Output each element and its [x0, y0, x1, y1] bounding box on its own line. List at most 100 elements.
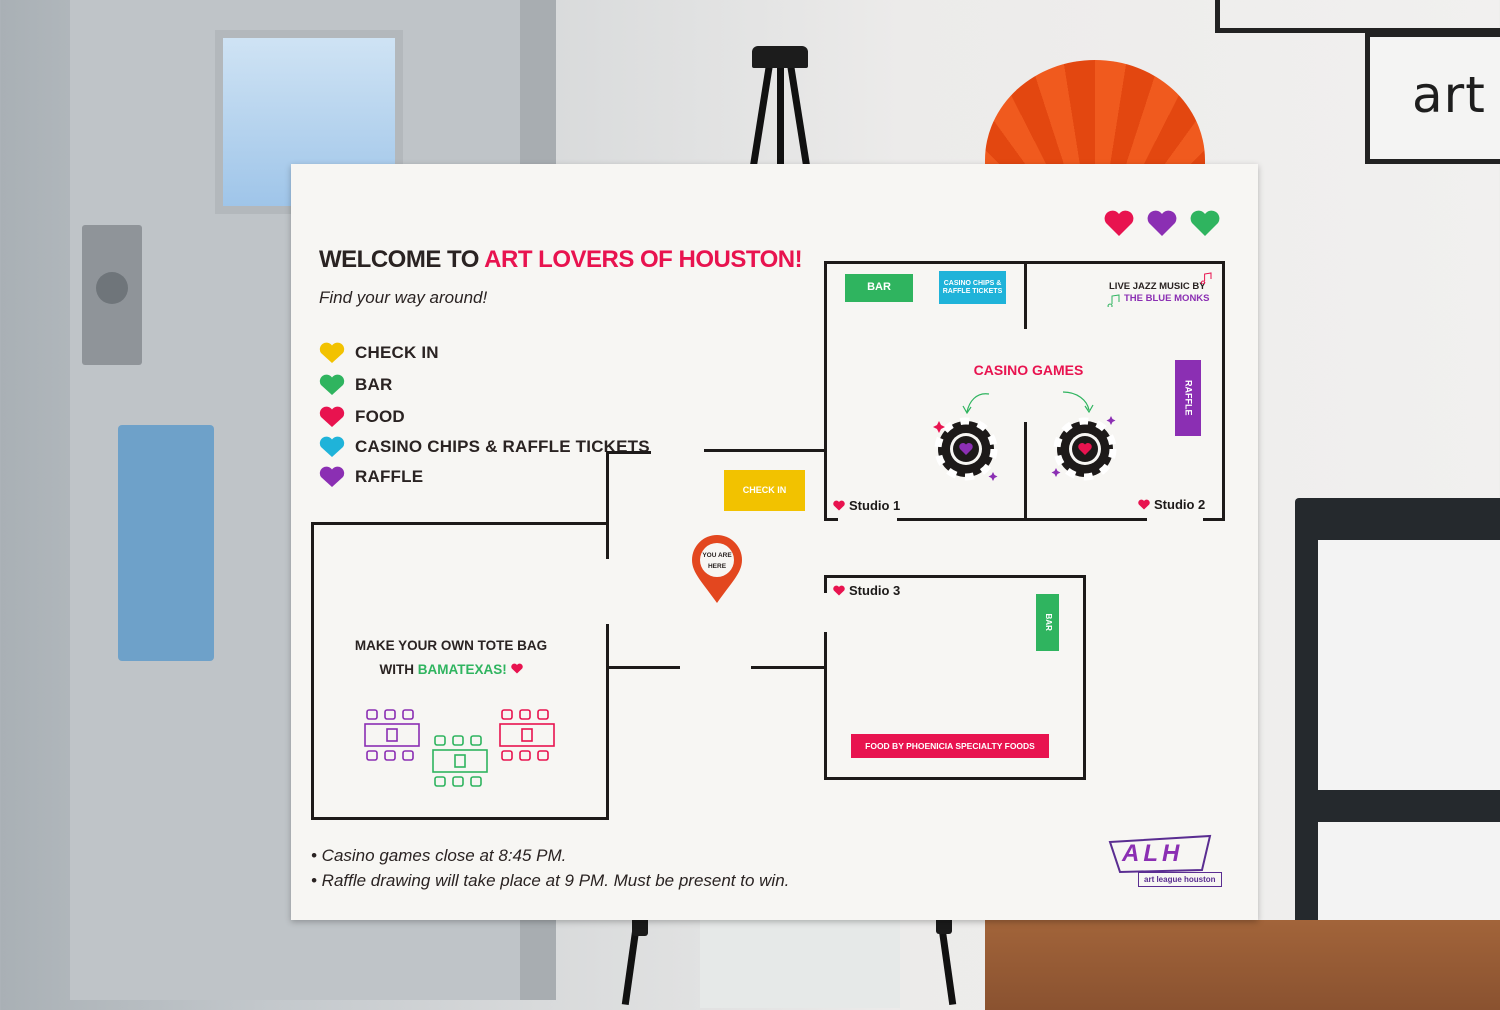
check-in-label: CHECK IN	[742, 484, 787, 495]
arrow-icon	[962, 405, 972, 415]
studio3-label-text: Studio 3	[849, 583, 901, 598]
chips-tickets-tag: CASINO CHIPS & RAFFLE TICKETS	[939, 271, 1006, 304]
legend-item-label: RAFFLE	[355, 467, 424, 486]
table-icon	[364, 709, 420, 761]
studio1-bar-tag: BAR	[845, 274, 913, 302]
heart-icon	[510, 663, 523, 674]
easel-leg	[749, 60, 774, 170]
poker-chip-icon	[934, 417, 998, 481]
you-are-here-label: YOU ARE HERE	[697, 550, 737, 572]
studio3-bar-tag: BAR	[1036, 594, 1059, 651]
poster-title-part2: ART LOVERS OF HOUSTON!	[484, 246, 803, 273]
jazz-line1: LIVE JAZZ MUSIC BY	[1109, 281, 1206, 292]
wall	[1083, 575, 1086, 780]
logo-letters: ALH	[1122, 840, 1184, 867]
poster-title-part1: WELCOME TO	[319, 246, 479, 273]
you-are-here-line2: HERE	[707, 563, 727, 571]
poster-title: WELCOME TO ART LOVERS OF HOUSTON!	[319, 246, 803, 274]
craft-tables-illustration	[364, 709, 555, 787]
background-display-panel-lower	[1318, 822, 1500, 932]
wall	[824, 632, 827, 780]
background-wall-sign-text: art	[1412, 66, 1486, 124]
wall	[824, 261, 827, 521]
studio2-label-text: Studio 2	[1154, 497, 1206, 512]
heart-icon	[319, 342, 345, 363]
sparkle-icon	[1106, 416, 1116, 425]
tote-line2: WITH BAMATEXAS!	[331, 658, 571, 682]
legend-item: CHECK IN	[319, 342, 439, 364]
studio1-label-text: Studio 1	[849, 498, 901, 513]
legend-item-label: CASINO CHIPS & RAFFLE TICKETS	[355, 437, 650, 456]
background-door-lock	[96, 272, 128, 304]
studio3-label: Studio 3	[833, 583, 900, 598]
wall	[606, 666, 680, 669]
legend-item-label: FOOD	[355, 407, 405, 426]
background-wall-outline	[1215, 0, 1500, 33]
background-wall-sign	[1365, 32, 1500, 164]
wall	[1024, 261, 1027, 329]
check-in-tag: CHECK IN	[724, 470, 805, 511]
legend-item: CASINO CHIPS & RAFFLE TICKETS	[319, 436, 650, 458]
sparkle-icon	[933, 421, 945, 433]
chips-tickets-label: CASINO CHIPS & RAFFLE TICKETS	[942, 280, 1003, 295]
music-note-icon	[1107, 294, 1120, 307]
wall	[1203, 518, 1225, 521]
table-icon	[432, 735, 488, 787]
studio3-bar-label: BAR	[1043, 613, 1053, 632]
easel-top	[752, 46, 808, 68]
top-hearts	[1104, 210, 1220, 236]
heart-icon	[833, 500, 845, 511]
casino-games-label: CASINO GAMES	[973, 362, 1084, 378]
heart-icon	[319, 466, 345, 487]
you-are-here-line1: YOU ARE	[702, 552, 732, 559]
food-tag: FOOD BY PHOENICIA SPECIALTY FOODS	[851, 734, 1049, 758]
wall	[311, 817, 609, 820]
wall	[311, 522, 609, 525]
legend-item: BAR	[319, 374, 392, 396]
wall	[897, 518, 1147, 521]
heart-icon	[1147, 210, 1177, 236]
wall	[606, 624, 609, 820]
music-note-icon	[1201, 272, 1212, 284]
raffle-label: RAFFLE	[1183, 380, 1194, 416]
heart-icon	[319, 374, 345, 395]
heart-icon	[319, 406, 345, 427]
food-label: FOOD BY PHOENICIA SPECIALTY FOODS	[865, 740, 1035, 751]
studio1-label: Studio 1	[833, 498, 900, 513]
logo-caption: art league houston	[1138, 872, 1222, 887]
table-icon	[499, 709, 555, 761]
map-pin-icon	[692, 535, 742, 603]
background-blue-sign	[118, 425, 214, 661]
wall	[824, 575, 1086, 578]
casino-chips-illustration	[933, 391, 1117, 481]
arrow-icon	[1084, 404, 1094, 414]
arrow-icon	[1062, 391, 1090, 411]
wall	[311, 522, 314, 820]
heart-icon	[833, 585, 845, 596]
studio1-bar-label: BAR	[867, 281, 891, 294]
arrow-icon	[966, 393, 990, 413]
studio2-label: Studio 2	[1138, 497, 1205, 512]
jazz-line2: THE BLUE MONKS	[1124, 293, 1210, 304]
heart-icon	[319, 436, 345, 457]
legend-item: RAFFLE	[319, 466, 423, 488]
tote-line2-brand: BAMATEXAS!	[417, 662, 507, 677]
wall	[704, 449, 826, 452]
raffle-tag: RAFFLE	[1175, 360, 1201, 436]
wall	[751, 666, 826, 669]
heart-icon	[1138, 499, 1150, 510]
wall	[607, 451, 651, 454]
legend-item: FOOD	[319, 406, 405, 428]
wall	[824, 575, 827, 593]
easel-leg	[777, 60, 784, 170]
wall	[1024, 422, 1027, 520]
background-wooden-table	[985, 920, 1500, 1010]
wall	[606, 451, 609, 559]
wall	[1222, 261, 1225, 521]
poster-subtitle: Find your way around!	[319, 288, 488, 307]
background-floor-box	[700, 918, 900, 1008]
wall	[824, 777, 1086, 780]
sparkle-icon	[1051, 468, 1061, 477]
background-display-panel	[1318, 540, 1500, 790]
note-raffle: • Raffle drawing will take place at 9 PM…	[311, 871, 790, 890]
